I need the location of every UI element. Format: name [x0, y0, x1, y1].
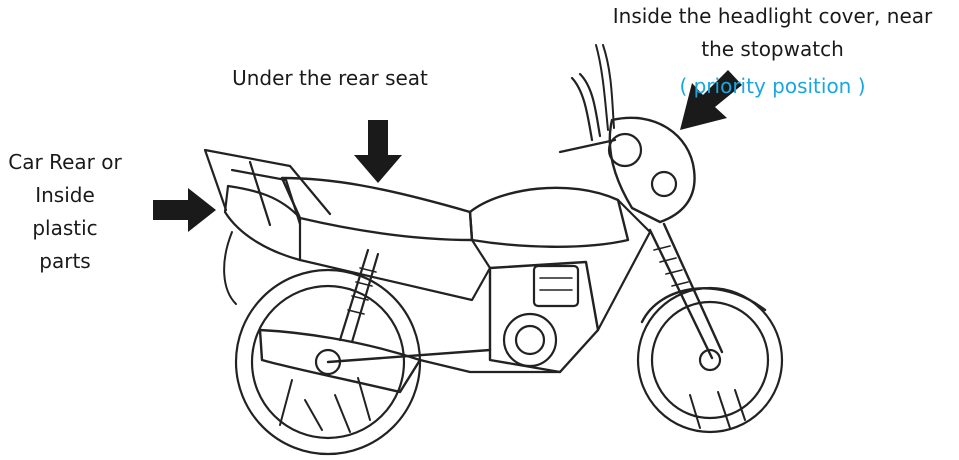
rear-label-line-4: parts [39, 249, 91, 273]
priority-position-label: ( priority position ) [679, 74, 866, 98]
headlight-fairing [608, 116, 696, 224]
headlight-label-line-2: the stopwatch [701, 37, 844, 61]
fuel-tank [468, 186, 630, 248]
arrow-right-icon [153, 188, 216, 232]
seat [280, 176, 474, 242]
arrow-down-left-icon [680, 70, 742, 130]
exhaust [258, 328, 422, 394]
motorcycle-illustration [203, 44, 784, 456]
headlight-location-label: Inside the headlight cover, near the sto… [600, 0, 945, 66]
rear-label-line-1: Car Rear or [8, 150, 122, 174]
headlight-label-line-1: Inside the headlight cover, near [612, 4, 933, 28]
rear-label-line-3: plastic [32, 216, 98, 240]
arrow-down-icon [354, 120, 402, 183]
front-tire [636, 286, 784, 434]
rear-label-line-2: Inside [35, 183, 95, 207]
rear-location-label: Car Rear or Inside plastic parts [0, 146, 130, 278]
seat-location-label: Under the rear seat [232, 66, 428, 90]
engine [488, 260, 600, 374]
